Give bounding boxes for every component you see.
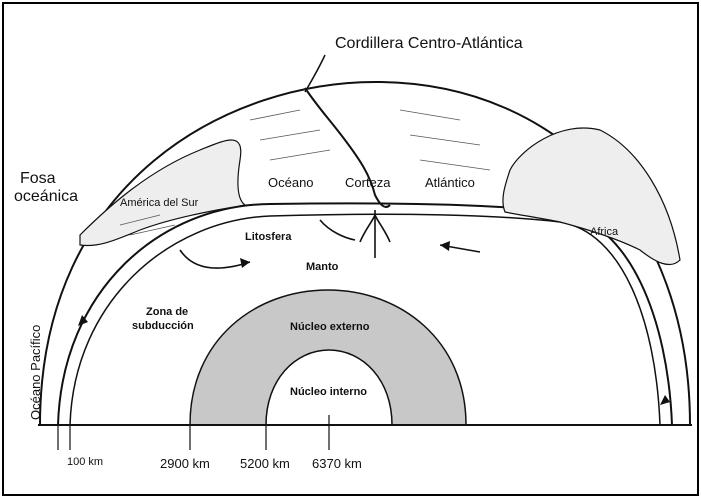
label-trench-1: Fosa <box>20 170 56 187</box>
depth-label-100: 100 km <box>67 456 103 468</box>
label-africa: Africa <box>590 226 619 238</box>
label-ridge: Cordillera Centro-Atlántica <box>335 35 523 52</box>
label-pacific: Océano Pacífico <box>28 325 43 420</box>
depth-label-2900: 2900 km <box>160 456 210 471</box>
label-inner-core: Núcleo interno <box>290 386 367 398</box>
label-subduction-1: Zona de <box>146 306 188 318</box>
label-crust: Corteza <box>345 175 391 190</box>
label-subduction-2: subducción <box>132 320 194 332</box>
depth-label-6370: 6370 km <box>312 456 362 471</box>
label-ocean: Océano <box>268 175 314 190</box>
depth-label-5200: 5200 km <box>240 456 290 471</box>
label-trench-2: oceánica <box>14 188 78 205</box>
label-atlantic: Atlántico <box>425 175 475 190</box>
label-mantle: Manto <box>306 261 339 273</box>
label-lithosphere: Litosfera <box>245 231 292 243</box>
label-outer-core: Núcleo externo <box>290 321 370 333</box>
label-south-america: América del Sur <box>120 197 199 209</box>
